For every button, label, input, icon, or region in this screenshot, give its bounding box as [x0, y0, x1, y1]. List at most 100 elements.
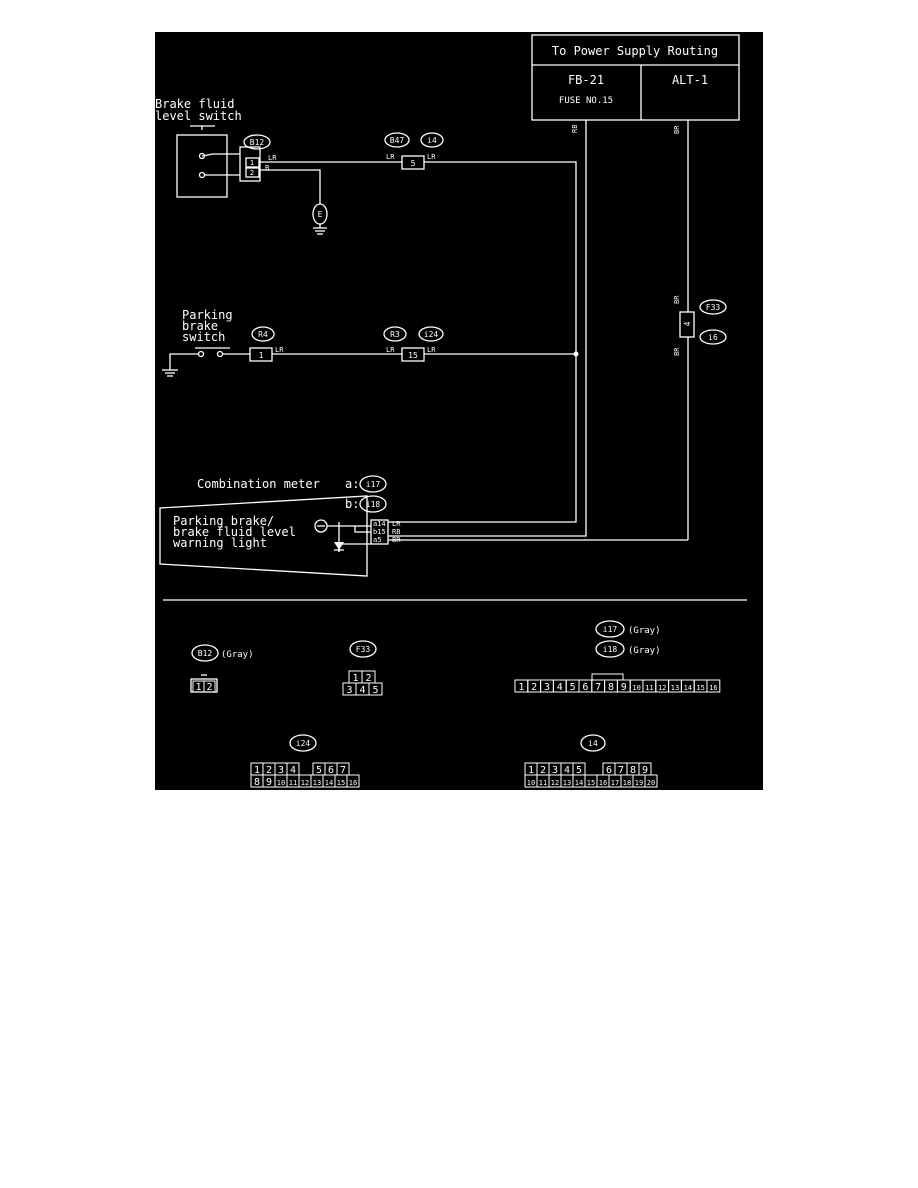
connector-pin-number: 4 [359, 685, 365, 696]
connector-pin-number: 1 [518, 682, 524, 693]
svg-text:(Gray): (Gray) [221, 650, 254, 660]
connector-pin-number: 17 [611, 779, 619, 787]
svg-text:F33: F33 [706, 303, 721, 312]
connector-pin-number: 8 [608, 682, 614, 693]
svg-text:a14: a14 [373, 520, 386, 528]
power-box-title: To Power Supply Routing [552, 44, 718, 58]
connector-pin-number: 3 [544, 682, 550, 693]
wire-rb: RB [388, 120, 587, 537]
connector-pin-cell [203, 680, 216, 693]
connector-pin-number: 19 [635, 779, 643, 787]
connector-pin-number: 3 [552, 765, 558, 776]
svg-text:i24: i24 [424, 330, 439, 339]
svg-text:Combination meter: Combination meter [197, 477, 320, 491]
connector-f33: 4 F33 i6 [679, 299, 727, 345]
wiring-diagram: To Power Supply Routing FB-21 FUSE NO.15… [155, 32, 763, 790]
connector-pin-number: 5 [576, 765, 582, 776]
connector-pin-number: 8 [630, 765, 636, 776]
connector-pin-number: 2 [266, 765, 272, 776]
svg-text:LR: LR [427, 346, 436, 354]
connector-pin-number: 20 [647, 779, 655, 787]
connector-pin-number: 16 [349, 779, 357, 787]
svg-text:BR: BR [673, 125, 681, 134]
connector-pin-number: 14 [325, 779, 333, 787]
power-box-fuse-number: FUSE NO.15 [559, 96, 613, 106]
power-box-fuse-block: FB-21 [568, 73, 604, 87]
connector-b12: B12 1 2 LR B [239, 134, 277, 182]
svg-text:brake fluid level: brake fluid level [173, 525, 296, 539]
combination-meter: Combination meter a: i17 b: i18 Parking … [159, 475, 401, 577]
svg-text:BR: BR [673, 295, 681, 304]
connector-pin-cell [644, 774, 658, 788]
connector-pin-number: 2 [540, 765, 546, 776]
svg-text:level switch: level switch [155, 109, 242, 123]
svg-text:i17: i17 [366, 480, 381, 489]
connector-pin-number: 14 [684, 684, 692, 692]
svg-text:a5: a5 [373, 536, 381, 544]
connector-pin-number: 2 [531, 682, 537, 693]
connector-pin-cell [368, 682, 383, 696]
connector-pin-number: 13 [671, 684, 679, 692]
svg-text:LR: LR [386, 346, 395, 354]
wire-lr-lower: R3 i24 LR 15 LR [272, 326, 579, 523]
connector-pin-number: 7 [340, 765, 346, 776]
svg-text:b15: b15 [373, 528, 386, 536]
svg-text:B47: B47 [390, 136, 405, 145]
svg-text:(Gray): (Gray) [628, 626, 661, 636]
connector-pin-cell [346, 774, 360, 788]
connector-pin-number: 15 [587, 779, 595, 787]
connector-pin-number: 3 [346, 685, 352, 696]
connector-pin-number: 13 [313, 779, 321, 787]
svg-text:i4: i4 [588, 739, 598, 748]
connector-pin-number: 9 [621, 682, 627, 693]
power-box-alt: ALT-1 [672, 73, 708, 87]
svg-text:4: 4 [683, 321, 692, 326]
svg-text:B12: B12 [250, 138, 265, 147]
svg-text:(Gray): (Gray) [628, 646, 661, 656]
connector-pin-number: 9 [266, 777, 272, 788]
svg-text:LR: LR [275, 346, 284, 354]
connector-pin-number: 5 [316, 765, 322, 776]
connector-pin-number: 16 [599, 779, 607, 787]
svg-text:2: 2 [250, 169, 254, 177]
connector-pin-number: 5 [570, 682, 576, 693]
connector-pin-number: 7 [618, 765, 624, 776]
connector-pin-number: 4 [557, 682, 563, 693]
connector-pin-number: 3 [278, 765, 284, 776]
ground-wire-b12: E [260, 169, 328, 235]
svg-text:R4: R4 [258, 330, 268, 339]
power-supply-box: To Power Supply Routing FB-21 FUSE NO.15… [531, 34, 740, 121]
wire-lr-upper: 5 LR LR B47 i4 [260, 132, 577, 354]
svg-text:warning light: warning light [173, 536, 267, 550]
connector-pin-number: 18 [623, 779, 631, 787]
connector-pin-number: 1 [352, 673, 358, 684]
svg-text:i24: i24 [296, 739, 311, 748]
svg-text:switch: switch [182, 330, 225, 344]
parking-brake-switch: Parking brake switch [162, 308, 250, 377]
svg-text:5: 5 [411, 159, 416, 168]
svg-text:i18: i18 [366, 500, 381, 509]
brake-fluid-level-switch: Brake fluid level switch [155, 97, 242, 198]
svg-text:Parking brake/: Parking brake/ [173, 514, 274, 528]
connector-pin-number: 1 [528, 765, 534, 776]
connector-pin-number: 6 [606, 765, 612, 776]
connector-pin-number: 1 [254, 765, 260, 776]
connector-pin-number: 6 [328, 765, 334, 776]
connector-pin-number: 4 [290, 765, 296, 776]
connector-pin-number: 5 [372, 685, 378, 696]
svg-text:LR: LR [386, 153, 395, 161]
connector-pin-number: 10 [527, 779, 535, 787]
svg-text:R3: R3 [390, 330, 400, 339]
connector-pin-number: 12 [658, 684, 666, 692]
svg-text:a:: a: [345, 477, 359, 491]
svg-text:Brake fluid: Brake fluid [155, 97, 234, 111]
svg-text:F33: F33 [356, 645, 371, 654]
svg-text:E: E [318, 210, 323, 219]
svg-text:BR: BR [392, 536, 401, 544]
svg-text:b:: b: [345, 497, 359, 511]
connector-pin-number: 15 [337, 779, 345, 787]
svg-text:i18: i18 [603, 645, 618, 654]
